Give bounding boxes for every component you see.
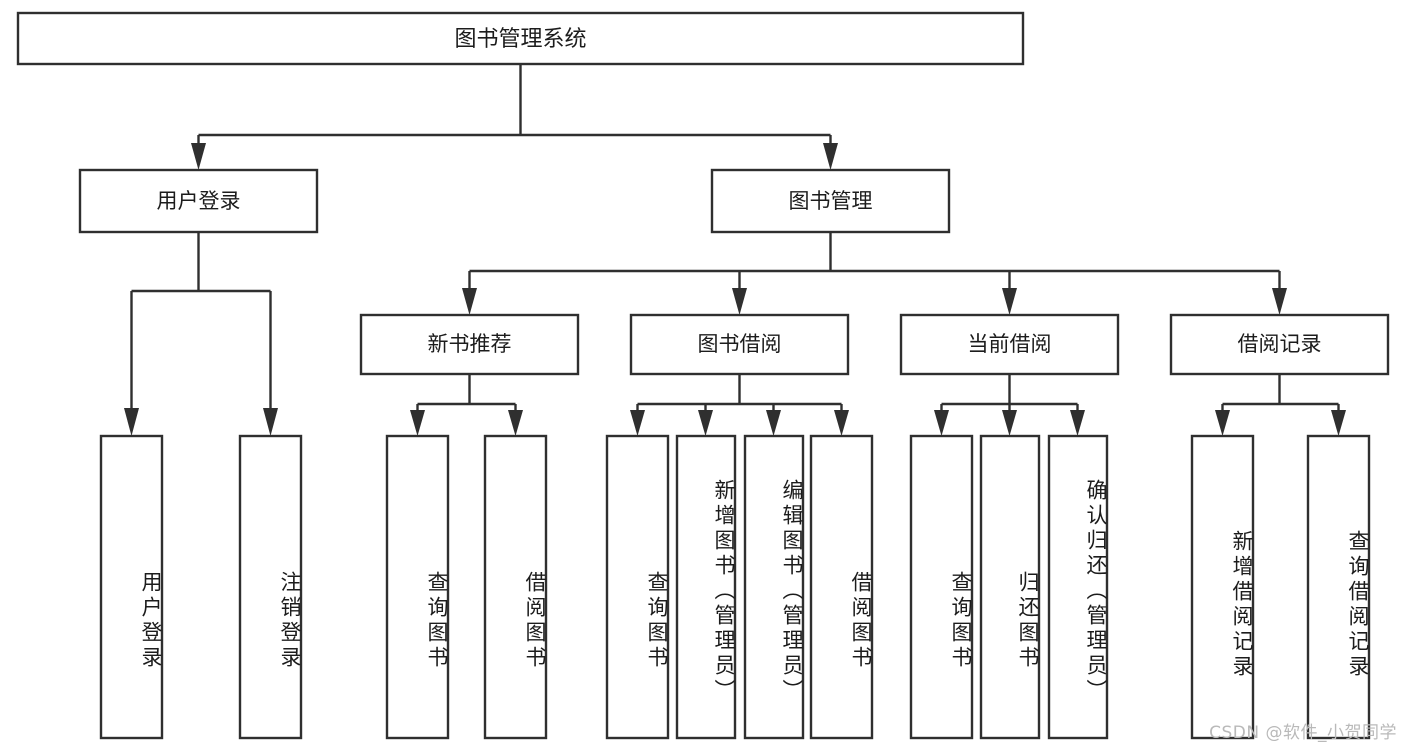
arrow-head-leaf-edit-book xyxy=(766,410,781,436)
node-new-book-recommend-label: 新书推荐 xyxy=(428,332,512,356)
connectors-book-borrow-to-leaves xyxy=(630,374,849,436)
node-user-login-label: 用户登录 xyxy=(157,189,241,213)
leaf-box-add-record[interactable] xyxy=(1190,434,1255,740)
arrow-head-leaf-borrow-book-1 xyxy=(508,410,523,436)
arrow-head-new-book xyxy=(462,288,477,315)
arrow-head-leaf-logout xyxy=(263,408,278,436)
arrow-head-leaf-user-login xyxy=(124,408,139,436)
arrow-head-leaf-add-book xyxy=(698,410,713,436)
node-new-book-recommend-box xyxy=(359,313,580,376)
node-book-borrow-label: 图书借阅 xyxy=(698,332,782,356)
node-user-login[interactable]: 用户登录 xyxy=(78,168,319,234)
node-current-borrow[interactable]: 当前借阅 xyxy=(899,313,1120,376)
connectors-new-book-to-leaves xyxy=(410,374,523,436)
leaf-box-confirm-return[interactable] xyxy=(1047,434,1109,740)
leaf-boxes-current-borrow xyxy=(909,434,1109,740)
node-root-box xyxy=(16,11,1025,66)
arrow-head-leaf-borrow-book-2 xyxy=(834,410,849,436)
connectors-current-borrow-to-leaves xyxy=(934,374,1085,436)
arrow-head-leaf-query-book-3 xyxy=(934,410,949,436)
arrow-head-borrow-record xyxy=(1272,288,1287,315)
arrow-head-user-login xyxy=(191,143,206,170)
csdn-watermark: CSDN @软件_小贺同学 xyxy=(1209,723,1397,743)
leaf-box-return-book[interactable] xyxy=(979,434,1041,740)
leaf-boxes-user-login xyxy=(99,434,303,740)
node-borrow-record-label: 借阅记录 xyxy=(1238,332,1322,356)
arrow-head-leaf-add-record xyxy=(1215,410,1230,436)
leaf-box-edit-book[interactable] xyxy=(743,434,805,740)
node-book-borrow[interactable]: 图书借阅 xyxy=(629,313,850,376)
connectors-root-to-level2 xyxy=(191,64,838,170)
leaf-boxes-book-borrow xyxy=(605,434,874,740)
leaf-box-user-login[interactable] xyxy=(99,434,164,740)
node-current-borrow-box xyxy=(899,313,1120,376)
arrow-head-book-mgmt xyxy=(823,143,838,170)
arrow-head-leaf-confirm-return xyxy=(1070,410,1085,436)
arrow-head-book-borrow xyxy=(732,288,747,315)
leaf-box-query-book-1[interactable] xyxy=(385,434,450,740)
node-new-book-recommend[interactable]: 新书推荐 xyxy=(359,313,580,376)
node-root[interactable]: 图书管理系统 xyxy=(16,11,1025,66)
arrow-head-current-borrow xyxy=(1002,288,1017,315)
node-book-management[interactable]: 图书管理 xyxy=(710,168,951,234)
leaf-box-query-book-3[interactable] xyxy=(909,434,974,740)
node-book-borrow-box xyxy=(629,313,850,376)
leaf-box-logout[interactable] xyxy=(238,434,303,740)
node-current-borrow-label: 当前借阅 xyxy=(968,332,1052,356)
leaf-box-add-book[interactable] xyxy=(675,434,737,740)
connectors-book-mgmt-to-level3 xyxy=(462,232,1287,315)
node-book-management-box xyxy=(710,168,951,234)
leaf-box-query-book-2[interactable] xyxy=(605,434,670,740)
leaf-boxes-borrow-record xyxy=(1190,434,1371,740)
connectors-borrow-record-to-leaves xyxy=(1215,374,1346,436)
node-borrow-record-box xyxy=(1169,313,1390,376)
arrow-head-leaf-return-book xyxy=(1002,410,1017,436)
leaf-box-query-record[interactable] xyxy=(1306,434,1371,740)
arrow-head-leaf-query-book-2 xyxy=(630,410,645,436)
leaf-box-borrow-book-2[interactable] xyxy=(809,434,874,740)
node-root-label: 图书管理系统 xyxy=(454,27,586,52)
node-user-login-box xyxy=(78,168,319,234)
arrow-head-leaf-query-record xyxy=(1331,410,1346,436)
connectors-user-login-to-leaves xyxy=(124,232,278,436)
node-book-management-label: 图书管理 xyxy=(789,189,873,213)
arrow-head-leaf-query-book-1 xyxy=(410,410,425,436)
leaf-boxes-new-book xyxy=(385,434,548,740)
leaf-box-borrow-book-1[interactable] xyxy=(483,434,548,740)
node-borrow-record[interactable]: 借阅记录 xyxy=(1169,313,1390,376)
